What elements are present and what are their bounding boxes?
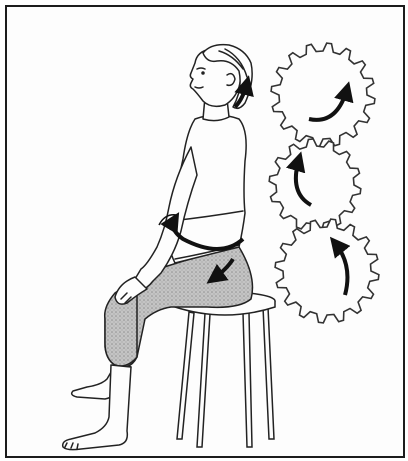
gearBot-outline (275, 219, 379, 323)
gearMid-outline (269, 139, 361, 231)
gear-bottom (275, 219, 379, 323)
stool (175, 292, 275, 447)
gear-stack (269, 43, 379, 323)
seated-posture-illustration (7, 7, 403, 456)
gear-middle (269, 139, 361, 231)
illustration-frame (5, 5, 405, 458)
gear-top (271, 43, 375, 147)
gearTop-outline (271, 43, 375, 147)
front-lower-leg (63, 365, 131, 450)
